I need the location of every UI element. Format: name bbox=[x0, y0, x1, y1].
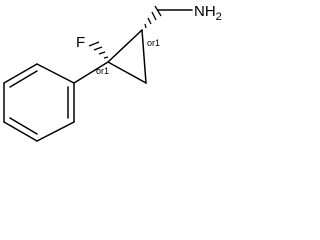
stereo-label-c1: or1 bbox=[147, 38, 160, 48]
methylene-hashed-wedge bbox=[144, 5, 162, 29]
ring-double-bond bbox=[9, 117, 38, 135]
phenyl-ring bbox=[3, 63, 75, 142]
ring-bond bbox=[3, 63, 38, 84]
amine-label-subscript: 2 bbox=[216, 11, 222, 23]
amine-label: NH2 bbox=[194, 3, 222, 23]
ring-bond bbox=[141, 29, 147, 84]
fluorine-label: F bbox=[76, 34, 85, 51]
ring-double-bond bbox=[9, 70, 38, 88]
stereo-label-c2: or1 bbox=[96, 66, 109, 76]
amine-label-main: NH bbox=[194, 3, 216, 20]
ring-bond bbox=[36, 121, 75, 142]
ring-bond bbox=[3, 121, 38, 142]
fluorine-hashed-wedge bbox=[88, 41, 109, 59]
cyclopropane-ring bbox=[107, 29, 147, 84]
ring-bond bbox=[107, 61, 147, 84]
ring-bond bbox=[36, 63, 75, 84]
molecule-structure: F NH2 or1 or1 bbox=[3, 3, 222, 142]
ring-bond bbox=[107, 29, 143, 63]
phenyl-cyclopropyl-bond bbox=[73, 61, 109, 84]
